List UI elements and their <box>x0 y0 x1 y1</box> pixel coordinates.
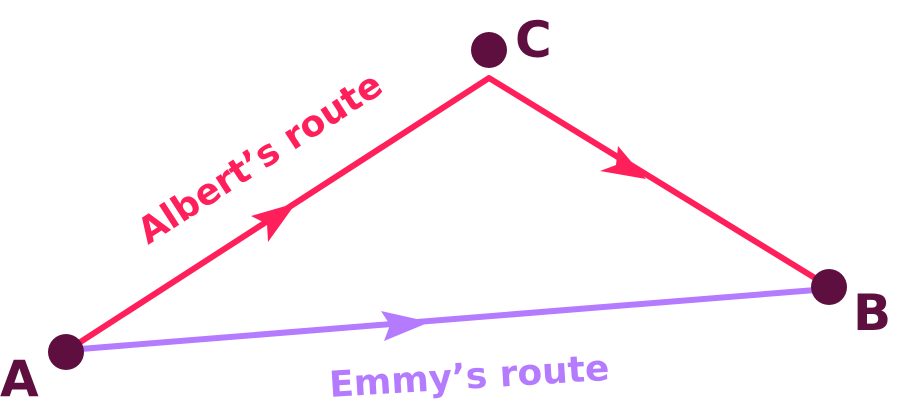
albert-route-arrow-a-to-c <box>251 203 296 242</box>
albert-route-arrow-c-to-b <box>600 146 646 179</box>
point-a-dot <box>48 334 84 370</box>
point-c-dot <box>471 32 507 68</box>
emmy-route-label: Emmy’s route <box>328 348 610 406</box>
point-c-label: C <box>515 11 552 69</box>
emmy-route-arrow <box>381 311 430 341</box>
emmy-route-line <box>65 286 831 353</box>
point-b-label: B <box>853 284 891 342</box>
point-a-label: A <box>0 350 39 408</box>
albert-route-line <box>65 75 831 353</box>
point-b-dot <box>811 269 847 305</box>
